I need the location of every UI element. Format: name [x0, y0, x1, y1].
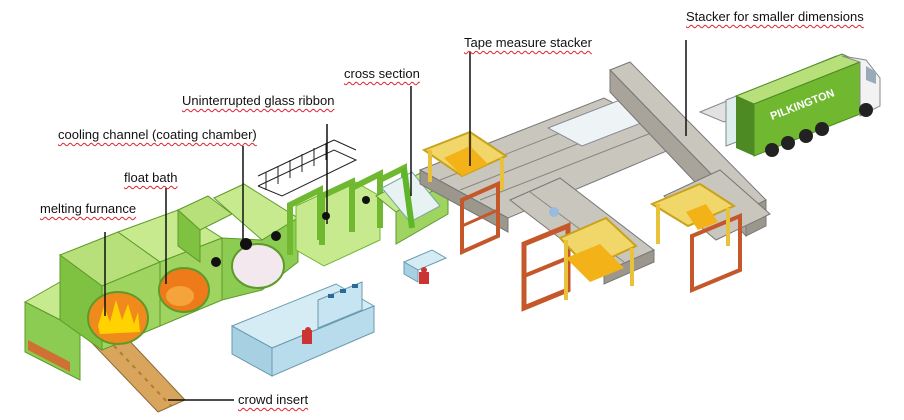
- label-cross-section: cross section: [344, 66, 420, 81]
- label-glass-ribbon: Uninterrupted glass ribbon: [182, 93, 335, 108]
- control-room: [230, 249, 448, 377]
- cooling-channel: [177, 183, 299, 301]
- tape-measure-stacker: [421, 130, 509, 256]
- label-cooling-channel: cooling channel (coating chamber): [58, 127, 257, 142]
- small-dimension-stacker: [649, 182, 742, 293]
- lehr-rollers: [322, 196, 370, 220]
- label-crowd-insert: crowd insert: [238, 392, 309, 407]
- safety-railing: [257, 139, 358, 197]
- middle-stacker: [521, 207, 638, 312]
- melting-furnace: [23, 231, 162, 381]
- label-melting-furnace: melting furnance: [40, 201, 137, 216]
- label-tape-measure-stacker: Tape measure stacker: [464, 35, 592, 50]
- label-stacker-smaller-dimensions: Stacker for smaller dimensions: [686, 9, 864, 24]
- pilkington-truck: PILKINGTON: [698, 53, 881, 157]
- label-float-bath: float bath: [124, 170, 178, 185]
- lehr-frames: [287, 163, 407, 267]
- callout-lines: [104, 40, 687, 401]
